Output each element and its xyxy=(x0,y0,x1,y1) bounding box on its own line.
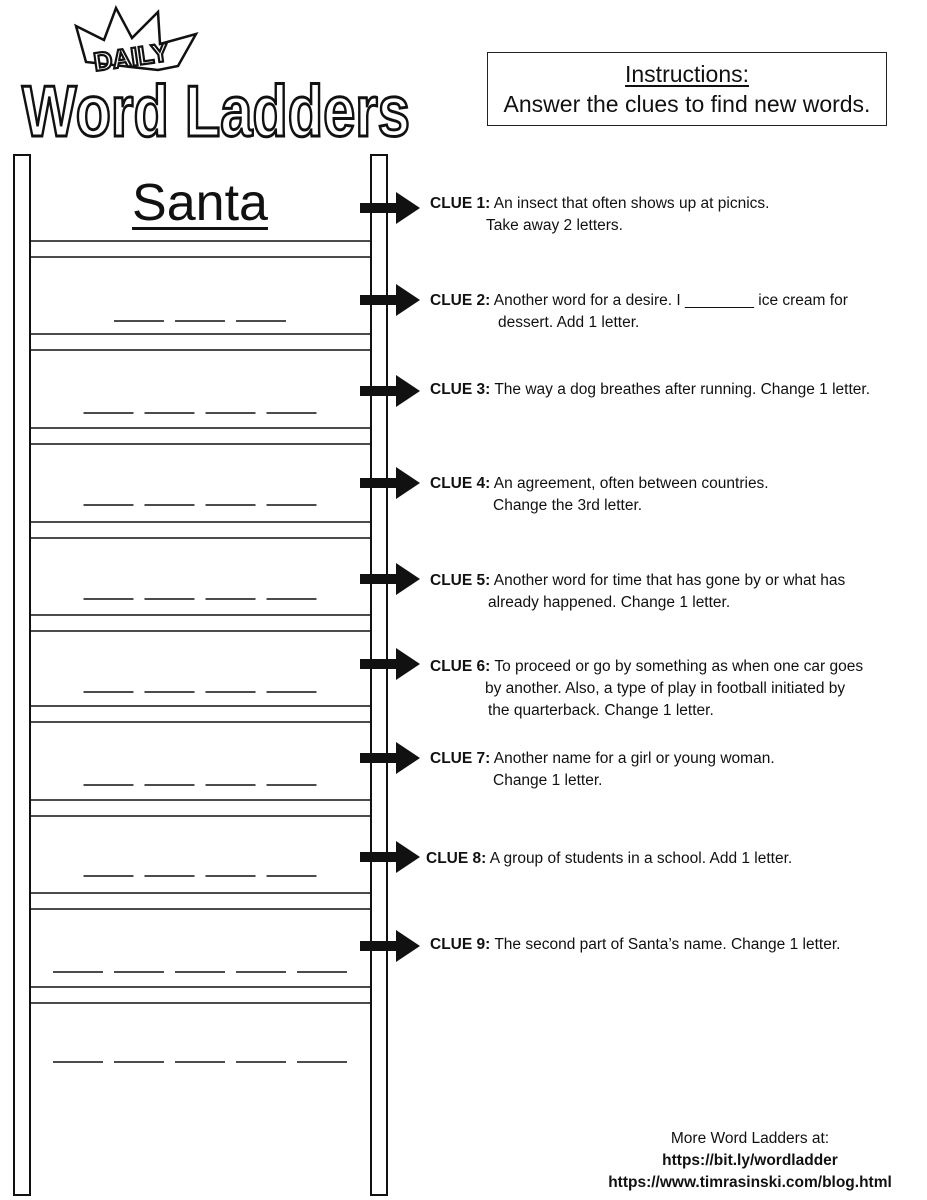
clue-label: CLUE 4: xyxy=(430,475,491,492)
clue-arrow xyxy=(360,841,420,873)
clue-text: Another word for time that has gone by o… xyxy=(493,572,846,589)
clue-3: CLUE 3: The way a dog breathes after run… xyxy=(430,379,922,401)
clue-arrow xyxy=(360,742,420,774)
clue-label: CLUE 8: xyxy=(426,850,487,867)
clue-arrow xyxy=(360,284,420,316)
clue-4: CLUE 4: An agreement, often between coun… xyxy=(430,473,922,517)
clue-label: CLUE 9: xyxy=(430,936,491,953)
clue-7: CLUE 7: Another name for a girl or young… xyxy=(430,748,922,792)
clue-8: CLUE 8: A group of students in a school.… xyxy=(426,848,918,870)
clue-text-line2: by another. Also, a type of play in foot… xyxy=(485,680,846,697)
clue-text: Another name for a girl or young woman. xyxy=(493,750,775,767)
clue-9: CLUE 9: The second part of Santa’s name.… xyxy=(430,934,922,956)
clue-text-line2: Take away 2 letters. xyxy=(486,217,623,234)
logo-burst xyxy=(74,4,199,72)
instructions-title: Instructions: xyxy=(625,61,749,87)
clue-text: The way a dog breathes after running. Ch… xyxy=(494,381,871,398)
clue-6: CLUE 6: To proceed or go by something as… xyxy=(430,656,922,722)
ladder-left-rail xyxy=(13,154,31,1196)
clue-2: CLUE 2: Another word for a desire. I ___… xyxy=(430,290,922,334)
word-ladders-logo: DAILY Word Ladders xyxy=(21,4,412,154)
clue-5: CLUE 5: Another word for time that has g… xyxy=(430,570,922,614)
clue-text: An insect that often shows up at picnics… xyxy=(493,195,770,212)
footer: More Word Ladders at: https://bit.ly/wor… xyxy=(560,1128,927,1194)
clue-arrow xyxy=(360,930,420,962)
footer-link-wordladder[interactable]: https://bit.ly/wordladder xyxy=(662,1152,838,1169)
clue-arrow xyxy=(360,648,420,680)
clue-text-line2: dessert. Add 1 letter. xyxy=(498,314,640,331)
start-word: Santa xyxy=(132,174,268,232)
clue-text: A group of students in a school. Add 1 l… xyxy=(489,850,793,867)
clue-label: CLUE 3: xyxy=(430,381,491,398)
clue-text-line2: Change 1 letter. xyxy=(493,772,603,789)
instructions-text: Answer the clues to find new words. xyxy=(503,91,871,117)
clue-label: CLUE 6: xyxy=(430,658,491,675)
logo-main-text: Word Ladders xyxy=(22,72,410,152)
clue-arrow xyxy=(360,192,420,224)
clue-text: An agreement, often between countries. xyxy=(493,475,769,492)
clue-text: Another word for a desire. I ________ ic… xyxy=(493,292,848,309)
clue-label: CLUE 7: xyxy=(430,750,491,767)
clue-label: CLUE 5: xyxy=(430,572,491,589)
clue-label: CLUE 1: xyxy=(430,195,491,212)
clue-text: To proceed or go by something as when on… xyxy=(494,658,864,675)
instructions-box: Instructions: Answer the clues to find n… xyxy=(487,52,887,126)
clue-text-line2: Change the 3rd letter. xyxy=(493,497,643,514)
clue-arrow xyxy=(360,467,420,499)
clue-text: The second part of Santa’s name. Change … xyxy=(494,936,841,953)
footer-text: More Word Ladders at: xyxy=(670,1130,830,1147)
clue-arrow xyxy=(360,375,420,407)
clue-label: CLUE 2: xyxy=(430,292,491,309)
clue-text-line3: the quarterback. Change 1 letter. xyxy=(488,702,714,719)
clue-1: CLUE 1: An insect that often shows up at… xyxy=(430,193,922,237)
ladder-right-rail xyxy=(370,154,388,1196)
clue-text-line2: already happened. Change 1 letter. xyxy=(488,594,731,611)
footer-link-blog[interactable]: https://www.timrasinski.com/blog.html xyxy=(608,1174,892,1191)
clue-arrow xyxy=(360,563,420,595)
